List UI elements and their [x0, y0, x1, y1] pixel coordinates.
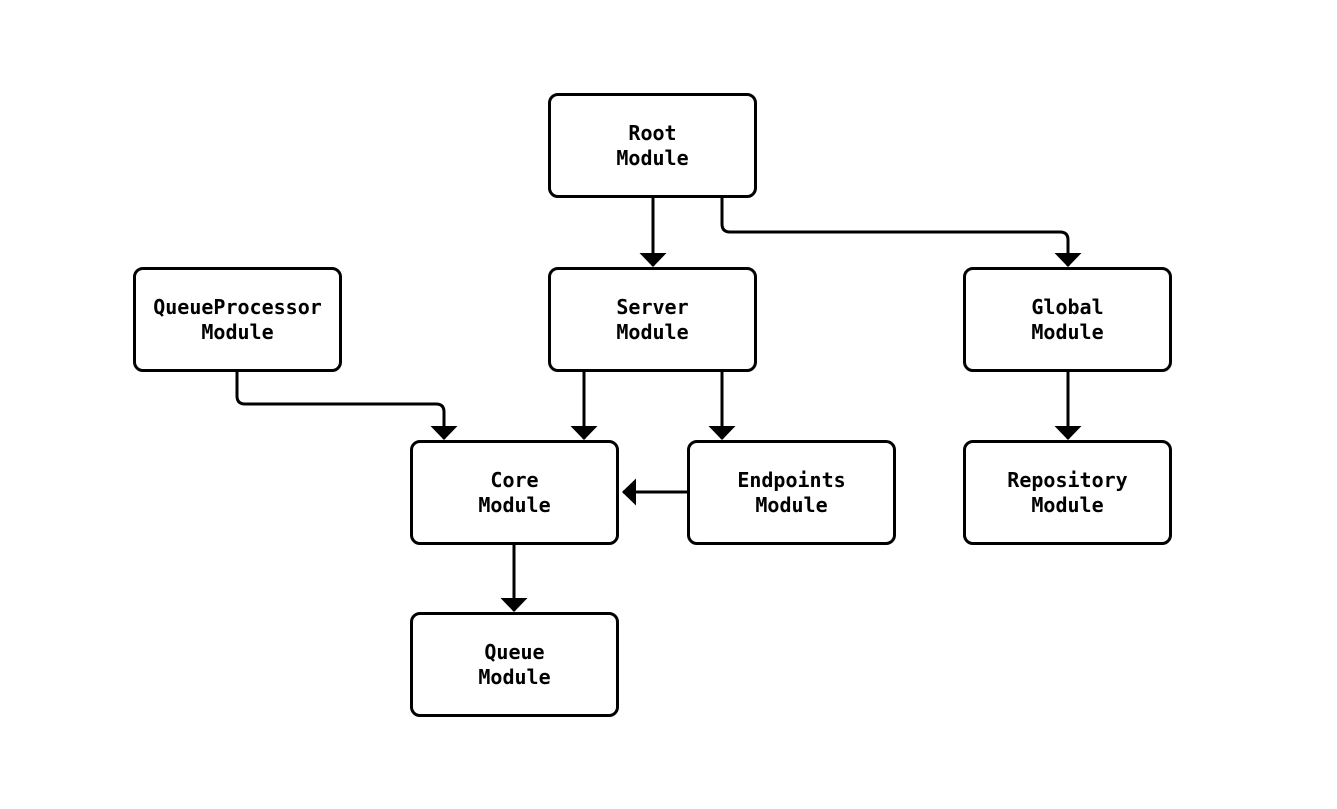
node-label-line: Endpoints [737, 467, 846, 492]
node-label-line: Module [1031, 492, 1104, 517]
node-label-line: Module [616, 145, 689, 170]
node-label-line: Repository [1007, 467, 1128, 492]
node-label-line: Module [478, 492, 551, 517]
edge-root-module-to-global-module [720, 198, 1082, 267]
node-label-line: Server [616, 294, 689, 319]
node-label-line: Module [616, 319, 689, 344]
node-label-line: QueueProcessor [153, 294, 322, 319]
node-label-line: Module [478, 664, 551, 689]
node-label-line: Module [1031, 319, 1104, 344]
edges-group [235, 198, 1082, 612]
node-label-line: Global [1031, 294, 1104, 319]
node-label-line: Module [755, 492, 828, 517]
node-label-line: Module [201, 319, 274, 344]
edge-queueprocessor-module-to-core-module [235, 372, 458, 440]
node-label-line: Core [490, 467, 539, 492]
node-label-line: Queue [484, 639, 545, 664]
node-label-line: Root [628, 120, 677, 145]
